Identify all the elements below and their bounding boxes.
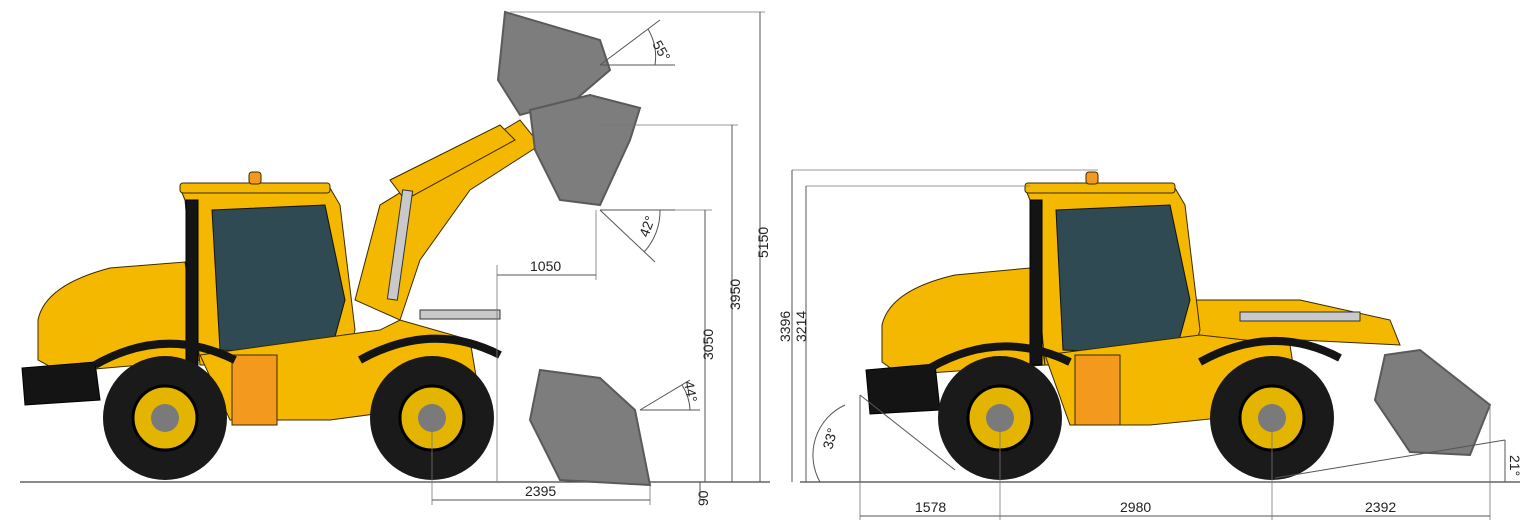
dim-max-height: 5150 (755, 227, 771, 258)
dim-beacon-height: 3396 (777, 311, 793, 342)
rear-hood-r (881, 267, 1046, 376)
rear-fender (93, 339, 237, 369)
left-view: 5150 3950 3050 1050 2395 90 55° 42° (20, 10, 771, 506)
steps (231, 354, 278, 426)
dim-front-overhang: 2392 (1365, 499, 1396, 515)
front-fender (358, 334, 502, 364)
dim-dig-depth: 90 (695, 490, 711, 506)
left-rear-wheel (103, 356, 227, 480)
right-view: 3396 3214 1578 2980 2392 33° 21° (777, 169, 1523, 520)
bucket-mid (528, 93, 642, 207)
dim-hinge-height: 3950 (727, 279, 743, 310)
exhaust-pillar-r (1029, 199, 1043, 366)
rear-bumper-r (865, 363, 941, 415)
angle-dump: 42° (636, 214, 658, 239)
bucket-ground (528, 368, 652, 487)
tilt-cylinder-lowered (1239, 311, 1361, 322)
rear-bumper (21, 361, 101, 406)
tilt-cylinder (419, 309, 501, 320)
dim-dump-height: 3050 (700, 329, 716, 360)
front-fender-r (1198, 336, 1342, 366)
angle-departure: 33° (819, 426, 840, 451)
angle-approach: 21° (1507, 455, 1523, 476)
steps-r (1074, 354, 1121, 426)
lift-arm (354, 119, 541, 321)
dim-wheelbase: 2980 (1120, 499, 1151, 515)
angle-rollback-ground: 44° (681, 380, 700, 404)
cab-window (211, 204, 346, 356)
cab-window-r (1055, 204, 1191, 356)
bucket-carry (1373, 348, 1492, 457)
cab-roof-r (1024, 182, 1176, 194)
lift-cylinder (386, 189, 414, 301)
exhaust-pillar (185, 199, 199, 366)
lift-arm-upper (389, 124, 516, 201)
dim-bucket-length: 2395 (525, 483, 556, 499)
dim-cab-height: 3214 (793, 311, 809, 342)
dim-rear-overhang: 1578 (915, 499, 946, 515)
rear-fender-r (928, 342, 1072, 372)
dim-reach: 1050 (530, 258, 561, 274)
beacon (248, 171, 262, 185)
beacon-r (1085, 171, 1099, 185)
